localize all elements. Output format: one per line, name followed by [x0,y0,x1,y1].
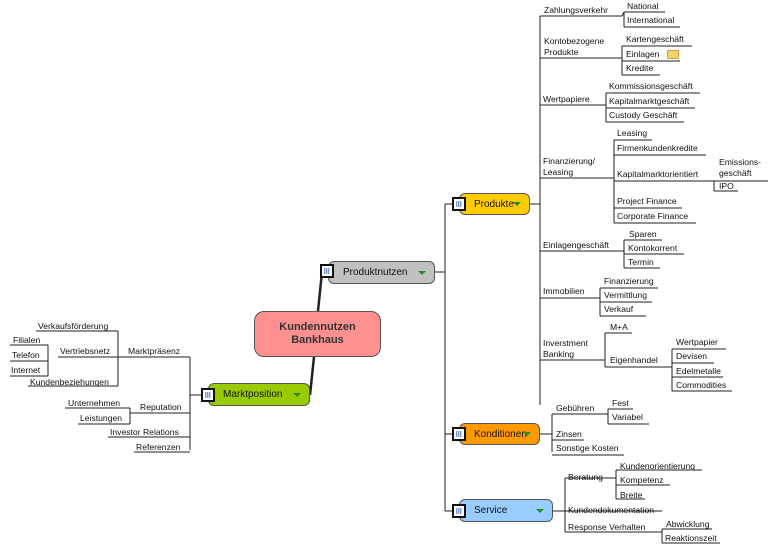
topic-internet[interactable]: Internet [11,365,41,375]
node-konditionen-label: Konditionen [474,428,527,440]
topic-kommissionsgeschaeft[interactable]: Kommissionsgeschäft [609,81,693,91]
topic-termin[interactable]: Termin [628,257,654,267]
topic-verkauf[interactable]: Verkauf [604,304,634,314]
topic-abwicklung[interactable]: Abwicklung [666,519,710,529]
topic-emissionsgeschaeft[interactable]: Emissions-geschäft [719,157,762,178]
topic-breite[interactable]: Breite [620,490,643,500]
topic-firmenkundenkredite[interactable]: Firmenkundenkredite [617,143,698,153]
topic-notes-icon[interactable] [452,197,466,211]
node-service-label: Service [474,505,508,516]
topic-devisen[interactable]: Devisen [676,351,708,361]
topic-wertpapier[interactable]: Wertpapier [676,337,718,347]
topic-finanzierung-leasing[interactable]: Finanzierung/ Leasing [543,156,596,177]
topic-unternehmen[interactable]: Unternehmen [68,398,121,408]
topic-gebuehren[interactable]: Gebühren [556,403,595,413]
topic-eigenhandel[interactable]: Eigenhandel [610,355,658,365]
topic-kontobezogene-produkte[interactable]: Kontobezogene Produkte [544,36,605,57]
topic-custody-geschaeft[interactable]: Custody Geschäft [609,110,678,120]
topic-notes-icon[interactable] [201,388,215,402]
topic-immobilien[interactable]: Immobilien [543,286,585,296]
topic-commodities[interactable]: Commodities [676,380,727,390]
node-produkte[interactable]: Produkte [459,193,530,215]
node-produktnutzen-label: Produktnutzen [343,267,408,278]
topic-wertpapiere[interactable]: Wertpapiere [543,94,590,104]
topic-m-and-a[interactable]: M+A [610,322,628,332]
expand-arrow-icon[interactable] [523,432,531,436]
topic-kredite[interactable]: Kredite [626,63,654,73]
topic-response-verhalten[interactable]: Response Verhalten [568,522,646,532]
topic-kartengeschaeft[interactable]: Kartengeschäft [626,34,684,44]
topic-project-finance[interactable]: Project Finance [617,196,677,206]
topic-kapitalmarktgeschaeft[interactable]: Kapitalmarktgeschäft [609,96,690,106]
topic-einlagen[interactable]: Einlagen [626,49,660,59]
topic-international[interactable]: International [627,15,675,25]
topic-vermittlung[interactable]: Vermittlung [604,290,647,300]
node-konditionen[interactable]: Konditionen [459,423,540,445]
node-produktnutzen[interactable]: Produktnutzen [328,261,435,284]
topic-reputation[interactable]: Reputation [140,402,182,412]
topic-ipo[interactable]: IPO [719,181,734,191]
topic-notes-icon[interactable] [320,264,334,278]
topic-edelmetalle[interactable]: Edelmetalle [676,366,721,376]
node-service[interactable]: Service [459,499,553,522]
topic-national[interactable]: National [627,1,659,11]
topic-zinsen[interactable]: Zinsen [556,429,582,439]
expand-arrow-icon[interactable] [418,270,426,275]
node-marktposition-label: Marktposition [223,389,283,400]
topic-corporate-finance[interactable]: Corporate Finance [617,211,689,221]
topic-investment-banking[interactable]: Inverstment Banking [543,338,588,359]
topic-kapitalmarktorientiert[interactable]: Kapitalmarktorientiert [617,169,699,179]
topic-vertriebsnetz[interactable]: Vertriebsnetz [60,346,111,356]
topic-leistungen[interactable]: Leistungen [80,413,123,423]
topic-kundenorientierung[interactable]: Kundenorientierung [620,461,696,471]
node-produkte-label: Produkte [474,198,515,210]
topic-referenzen[interactable]: Referenzen [136,442,181,452]
expand-arrow-icon[interactable] [293,392,301,397]
topic-beratung[interactable]: Beratung [568,472,603,482]
expand-arrow-icon[interactable] [513,202,521,206]
folder-icon[interactable] [667,50,679,59]
node-marktposition[interactable]: Marktposition [208,383,310,406]
topic-telefon[interactable]: Telefon [12,350,40,360]
topic-notes-icon[interactable] [452,427,466,441]
topic-marktpraesenz[interactable]: Marktpräsenz [128,346,181,356]
topic-investor-relations[interactable]: Investor Relations [110,427,179,437]
central-topic-line2: Bankhaus [291,334,344,346]
topic-einlagengeschaeft[interactable]: Einlagengeschäft [543,240,609,250]
topic-kundendokumentation[interactable]: Kundendokumentation [568,505,655,515]
topic-verkaufsfoerderung[interactable]: Verkaufsförderung [38,321,109,331]
topic-filialen[interactable]: Filialen [13,335,41,345]
topic-kundenbeziehungen[interactable]: Kundenbeziehungen [30,377,109,387]
central-topic-line1: Kundennutzen [279,321,356,333]
topic-leasing[interactable]: Leasing [617,128,648,138]
topic-kompetenz[interactable]: Kompetenz [620,475,664,485]
topic-fest[interactable]: Fest [612,398,629,408]
expand-arrow-icon[interactable] [536,508,544,513]
topic-kontokorrent[interactable]: Kontokorrent [628,243,678,253]
topic-notes-icon[interactable] [452,504,466,518]
topic-reaktionszeit[interactable]: Reaktionszeit [665,533,717,543]
topic-immo-finanzierung[interactable]: Finanzierung [604,276,654,286]
topic-variabel[interactable]: Variabel [612,412,643,422]
topic-zahlungsverkehr[interactable]: Zahlungsverkehr [544,5,609,15]
central-topic[interactable]: Kundennutzen Bankhaus [254,311,381,357]
topic-sparen[interactable]: Sparen [629,229,657,239]
topic-sonstige-kosten[interactable]: Sonstige Kosten [556,443,619,453]
